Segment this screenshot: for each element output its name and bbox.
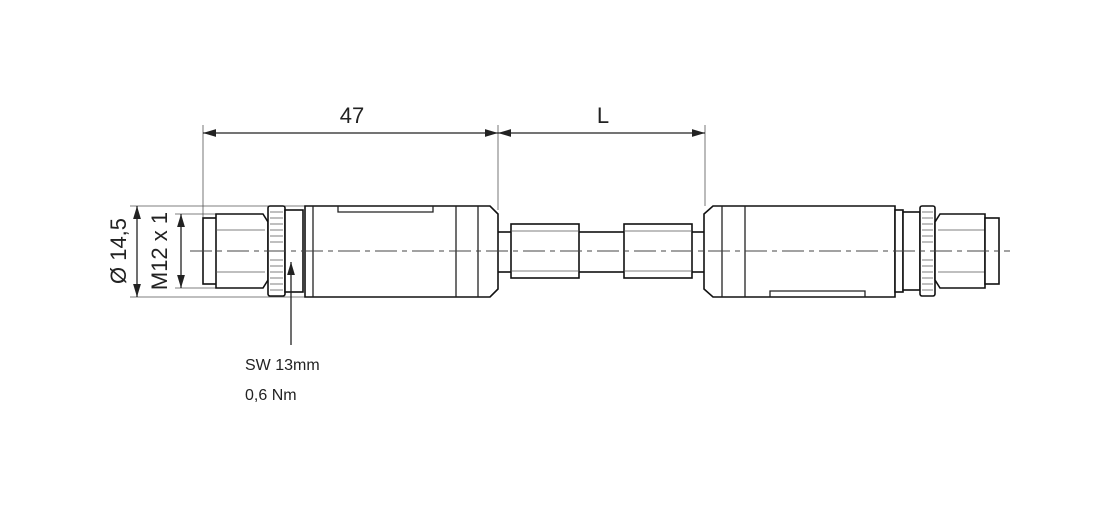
dimension-diameter: Ø 14,5 xyxy=(106,205,305,298)
diameter-label: Ø 14,5 xyxy=(106,218,131,284)
wrench-size-label: SW 13mm xyxy=(245,357,320,374)
dimension-l: L xyxy=(498,103,706,206)
thread-label: M12 x 1 xyxy=(147,212,172,290)
dimension-l-label: L xyxy=(597,103,609,128)
torque-label: 0,6 Nm xyxy=(245,387,297,404)
dimension-thread: M12 x 1 xyxy=(147,212,216,290)
dimension-47-label: 47 xyxy=(340,103,364,128)
dimension-47: 47 xyxy=(202,103,499,218)
